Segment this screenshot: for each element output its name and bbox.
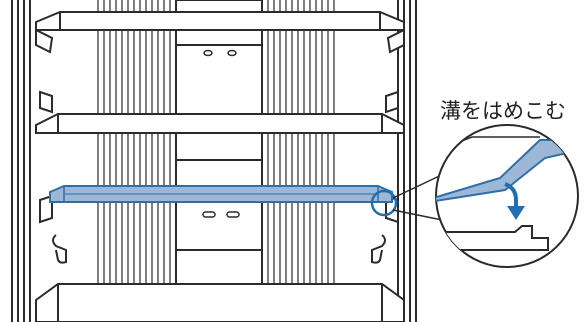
- center-duct: [176, 0, 262, 292]
- highlighted-shelf: [50, 186, 392, 202]
- middle-shelf: [36, 114, 404, 133]
- callout-label: 溝をはめこむ: [440, 96, 587, 126]
- crisper-drawer: [36, 284, 404, 322]
